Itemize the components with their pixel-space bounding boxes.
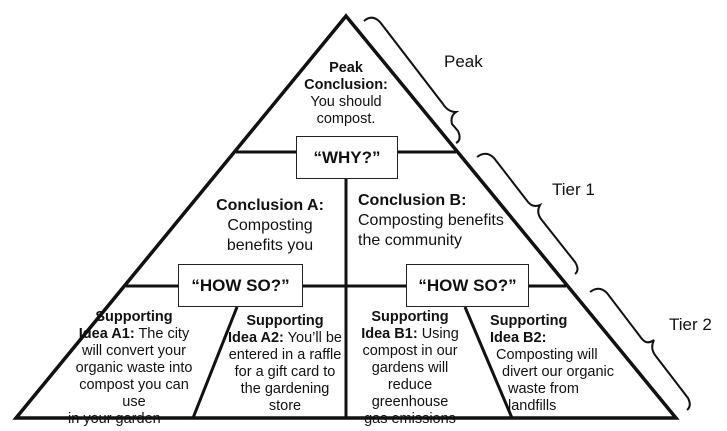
conclusion-a-title: Conclusion A: [216,197,324,214]
how-so-b-label: “HOW SO?” [418,275,517,295]
a1-line: The city [138,326,190,342]
why-label: “WHY?” [313,147,381,167]
tier2-brace [589,287,691,411]
b2-title-line2: Idea B2: [490,330,547,346]
conclusion-b-text-line1: Composting benefits [358,212,504,229]
conclusion-b: Conclusion B: Composting benefits the co… [358,191,528,251]
a2-title-line1: Supporting [246,313,324,329]
a1-a2-divider [191,306,239,419]
a2-line: for a gift card to [234,364,336,380]
peak-conclusion: Peak Conclusion: You should compost. [276,60,416,128]
how-so-box-b: “HOW SO?” [406,264,529,307]
support-idea-b1: Supporting Idea B1: Using compost in our… [350,309,470,428]
conclusion-a: Conclusion A: Composting benefits you [200,196,340,256]
a1-line: in your garden [68,411,161,427]
peak-text-line2: compost. [316,111,376,127]
a1-title-line2: Idea A1: [78,326,135,342]
b2-line: Composting will [496,347,598,363]
conclusion-a-text-line1: Composting [227,217,313,234]
b1-line: compost in our [362,343,458,359]
support-idea-a1: Supporting Idea A1: The city will conver… [68,309,200,428]
b1-b2-divider [463,306,514,419]
a1-title-line1: Supporting [95,309,173,325]
how-so-box-a: “HOW SO?” [178,264,303,307]
peak-text-line1: You should [310,94,382,110]
b2-line: waste from landfills [508,381,579,414]
b2-line: divert our organic [502,364,615,380]
peak-title-line2: Conclusion: [304,77,388,93]
b1-line: gardens will [371,360,449,376]
a1-line: compost you can use [79,377,189,410]
tier-label-tier2: Tier 2 [669,315,712,334]
a2-line: the gardening [240,381,330,397]
conclusion-a-text-line2: benefits you [226,237,314,254]
tier-label-tier1: Tier 1 [552,180,595,199]
b1-line: reduce greenhouse [371,377,449,410]
support-idea-b2: Supporting Idea B2: Composting will dive… [488,313,618,415]
conclusion-b-title: Conclusion B: [358,192,467,209]
tier-label-peak: Peak [444,52,483,71]
b1-line: Using [421,326,459,342]
how-so-a-label: “HOW SO?” [191,275,290,295]
b1-title-line1: Supporting [371,309,449,325]
b1-line: gas emissions [364,411,456,427]
b2-title-line1: Supporting [490,313,568,329]
b1-title-line2: Idea B1: [361,326,418,342]
conclusion-b-text-line2: the community [358,232,463,249]
a2-title-line2: Idea A2: [228,330,284,346]
peak-title-line1: Peak [329,60,363,76]
a2-line: You’ll be [287,330,342,346]
a1-line: will convert your [82,343,186,359]
a2-line: store [268,398,302,414]
a2-line: entered in a raffle [228,347,342,363]
a1-line: organic waste into [75,360,193,376]
peak-brace [363,16,461,144]
why-box: “WHY?” [296,136,398,179]
support-idea-a2: Supporting Idea A2: You’ll be entered in… [228,313,342,415]
tier1-brace [476,152,579,275]
